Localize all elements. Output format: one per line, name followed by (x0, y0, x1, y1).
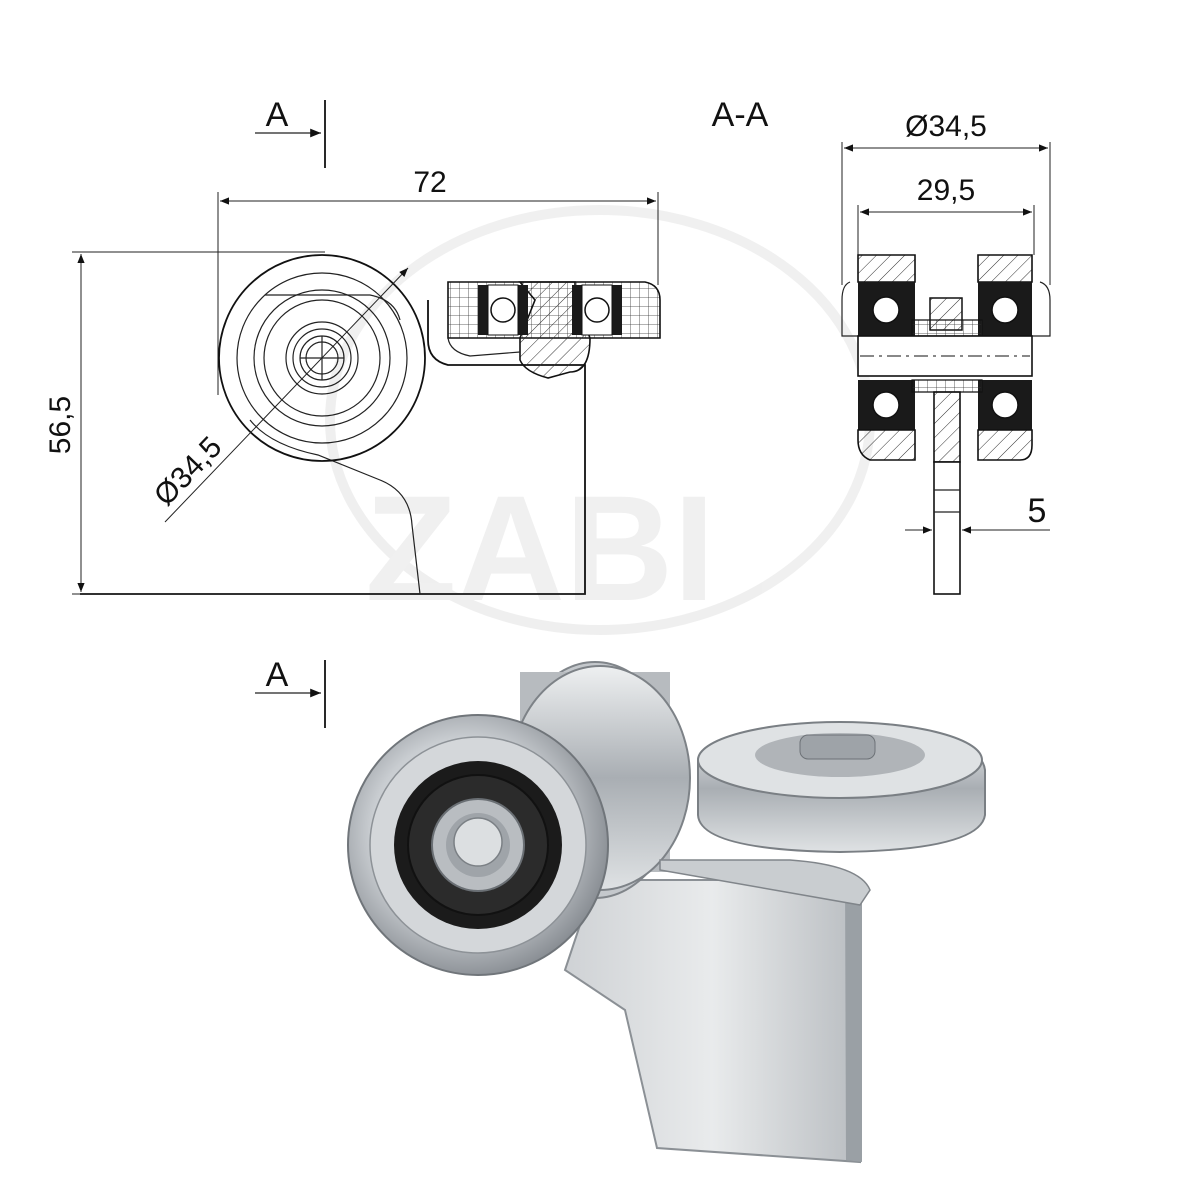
dimension-plate-thickness: 5 (905, 492, 1050, 534)
product-photo (347, 661, 986, 1164)
dimension-height-label: 56,5 (44, 396, 77, 454)
dimension-wheel-diameter-label: Ø34,5 (148, 431, 229, 513)
dimension-section-width-label: 29,5 (917, 174, 975, 207)
dimension-section-diameter-label: Ø34,5 (905, 110, 987, 143)
dimension-length-label: 72 (413, 166, 446, 199)
dimension-length: 72 (217, 166, 659, 395)
rail-section (447, 281, 661, 379)
section-marker-top-label: A (266, 96, 289, 134)
section-marker-top: A (255, 96, 326, 168)
section-view: A-A Ø34,5 29,5 (712, 96, 1051, 595)
dimension-section-diameter: Ø34,5 (841, 110, 1051, 285)
watermark: ZABI (325, 205, 875, 635)
front-wheel (218, 254, 426, 462)
section-marker-bottom: A (255, 656, 326, 728)
section-marker-bottom-label: A (266, 656, 289, 694)
dimension-section-width: 29,5 (857, 174, 1035, 255)
dimension-plate-thickness-label: 5 (1028, 492, 1047, 530)
watermark-text: ZABI (365, 464, 715, 632)
section-title: A-A (712, 96, 769, 134)
dimension-height: 56,5 (44, 251, 325, 595)
front-view: A 72 56,5 (44, 96, 661, 595)
